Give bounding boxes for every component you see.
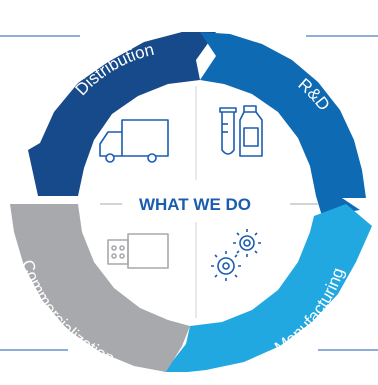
vials-icon	[219, 105, 263, 157]
top-text-fragment: s.	[0, 0, 9, 3]
center-title: WHAT WE DO	[139, 195, 251, 214]
segment-manufacturing	[164, 204, 372, 372]
truck-icon	[99, 119, 169, 163]
segment-commercialization	[10, 204, 190, 372]
gears-icon	[211, 229, 261, 281]
usb-drive-icon	[107, 233, 169, 269]
segment-distribution	[28, 32, 216, 196]
segment-rd	[200, 32, 366, 216]
